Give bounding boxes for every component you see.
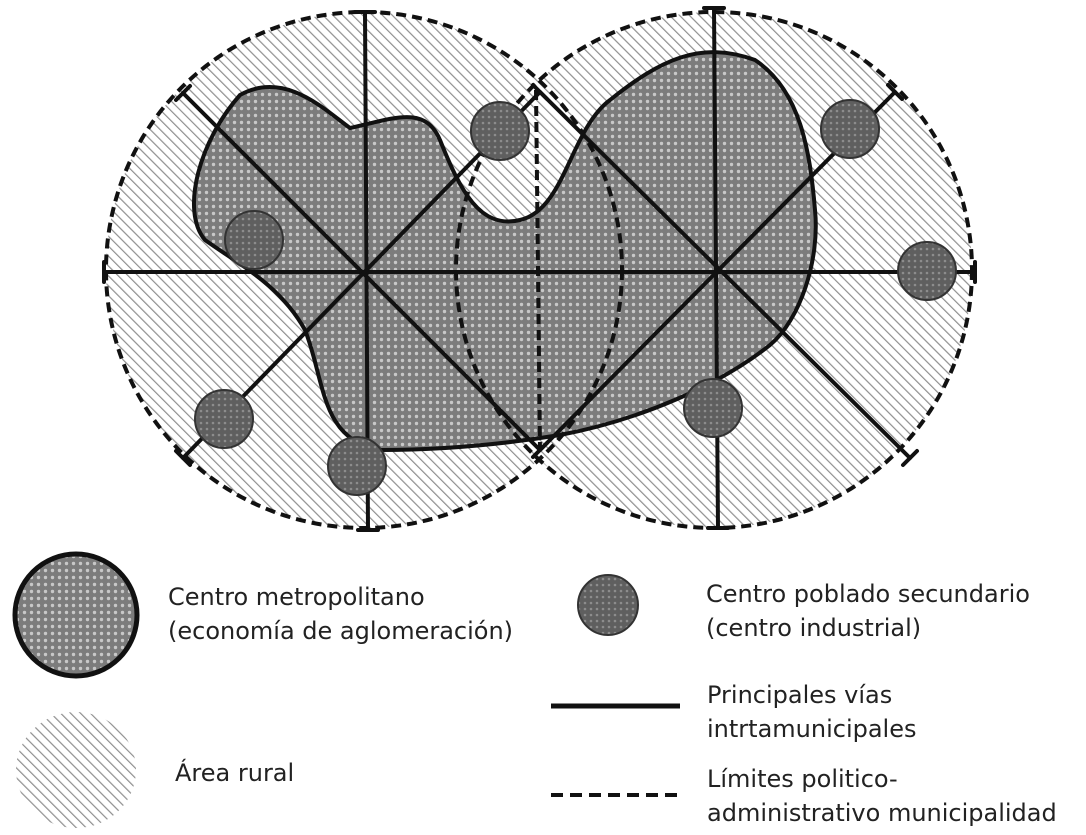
legend-rural-label: Área rural — [175, 756, 294, 790]
secondary-center — [683, 378, 743, 438]
road-diagonal-right-down — [538, 90, 912, 460]
road-end-ticks — [102, 6, 977, 532]
secondary-center — [470, 101, 530, 161]
legend-roads-label: Principales vías intrtamunicipales — [707, 678, 916, 746]
legend-roads-line2: intrtamunicipales — [707, 715, 917, 743]
legend-limits-label: Límites politico- administrativo municip… — [707, 762, 1057, 830]
legend-rural-line1: Área rural — [175, 759, 295, 787]
secondary-centers — [194, 99, 957, 496]
legend-limits-line2: administrativo municipalidad — [707, 799, 1057, 827]
legend-secondary-line1: Centro poblado secundario — [706, 580, 1030, 608]
road-diagonal-left-down — [181, 91, 542, 452]
legend-metro-line1: Centro metropolitano — [168, 583, 425, 611]
legend-metro-symbol — [12, 551, 140, 679]
legend-limits-line1: Límites politico- — [707, 765, 898, 793]
secondary-center — [327, 436, 387, 496]
legend-secondary-label: Centro poblado secundario (centro indust… — [706, 577, 1030, 645]
secondary-center — [224, 210, 284, 270]
legend-rural-symbol — [16, 712, 136, 828]
secondary-center — [194, 389, 254, 449]
legend-metro-line2: (economía de aglomeración) — [168, 617, 514, 645]
legend-secondary-line2: (centro industrial) — [706, 614, 922, 642]
legend-secondary-symbol — [577, 574, 639, 636]
secondary-center — [897, 241, 957, 301]
legend-metro-label: Centro metropolitano (economía de aglome… — [168, 580, 513, 648]
secondary-center — [820, 99, 880, 159]
legend-roads-line1: Principales vías — [707, 681, 893, 709]
